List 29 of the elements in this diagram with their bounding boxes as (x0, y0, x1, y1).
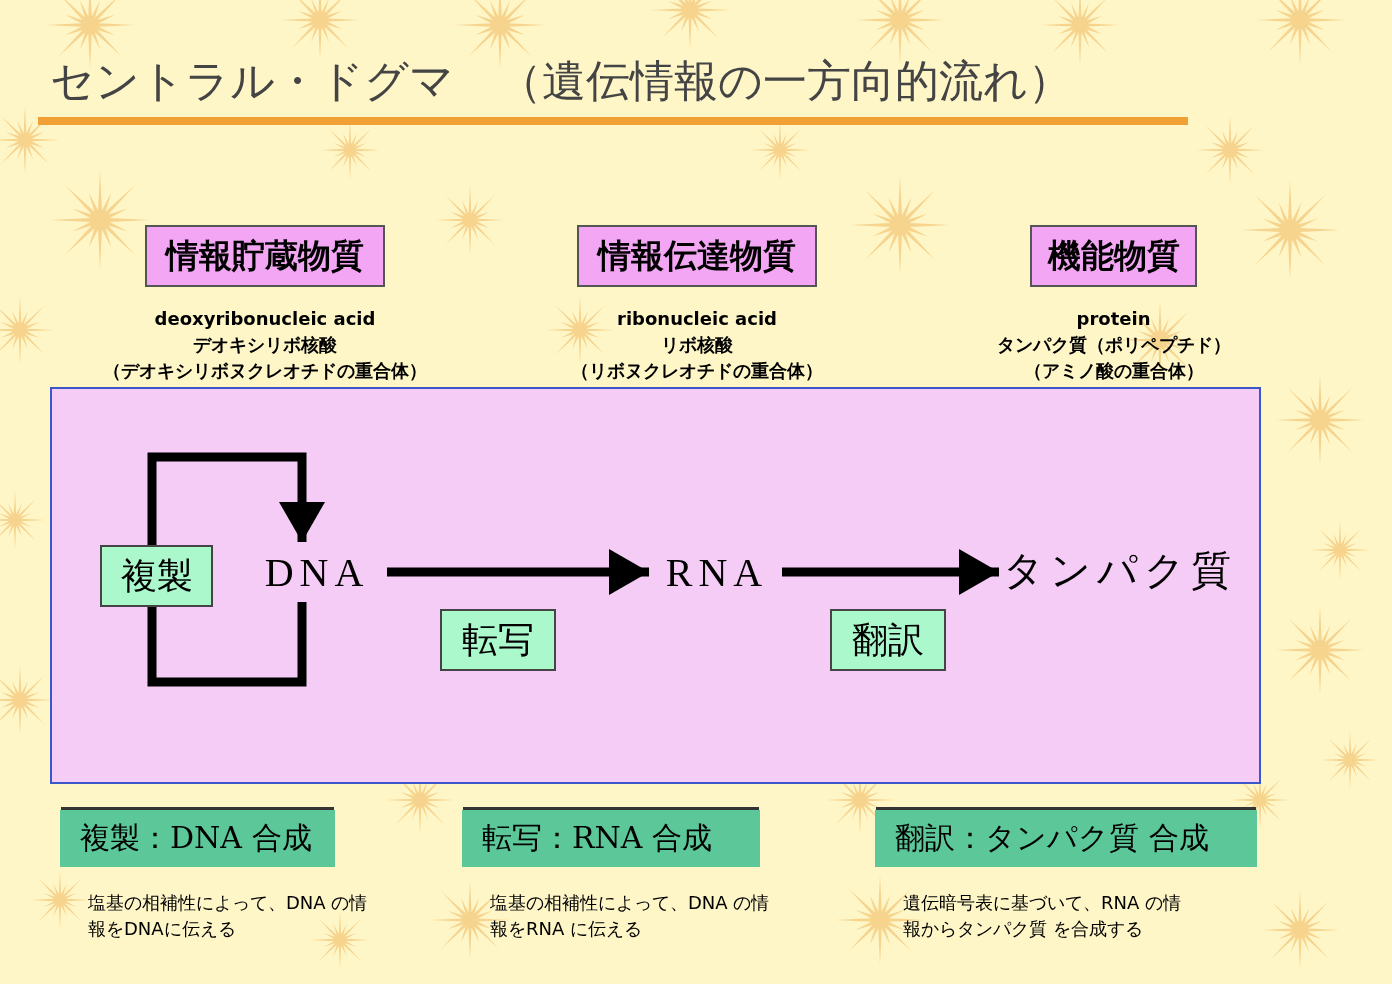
category-box: 機能物質 (1030, 225, 1197, 287)
category-box: 情報伝達物質 (577, 225, 817, 287)
caption-text: （リボヌクレオチドの重合体） (570, 359, 824, 383)
molecule-text: DNA (252, 542, 382, 602)
arrow (782, 549, 999, 595)
description-text: 遺伝暗号表に基づいて、RNA の情報からタンパク質 を合成する (903, 891, 1182, 941)
process-label-box: 転写 (440, 609, 556, 671)
process-title-box: 転写：RNA 合成 (462, 810, 760, 867)
description-text: 塩基の相補性によって、DNA の情報をDNAに伝える (88, 891, 369, 941)
process-label-box: 翻訳 (830, 609, 946, 671)
caption-text: （デオキシリボヌクレオチドの重合体） (102, 359, 428, 383)
arrow (147, 452, 325, 545)
caption-text: ribonucleic acid (616, 307, 778, 331)
caption-text: deoxyribonucleic acid (153, 307, 377, 331)
caption-text: protein (1075, 307, 1152, 331)
process-title-box: 複製：DNA 合成 (60, 810, 335, 867)
description-text: 塩基の相補性によって、DNA の情報をRNA に伝える (490, 891, 771, 941)
caption-text: リボ核酸 (660, 333, 734, 357)
caption-text: デオキシリボ核酸 (192, 333, 338, 357)
category-box: 情報貯蔵物質 (145, 225, 385, 287)
process-label-box: 複製 (100, 545, 213, 607)
caption-text: タンパク質（ポリペプチド） (995, 333, 1232, 357)
arrow (387, 549, 649, 595)
caption-text: （アミノ酸の重合体） (1022, 359, 1205, 383)
title: セントラル・ドグマ （遺伝情報の一方向的流れ） (50, 54, 1072, 108)
process-title-box: 翻訳：タンパク質 合成 (875, 810, 1257, 867)
molecule-text: RNA (657, 542, 777, 602)
cell-panel (50, 387, 1261, 784)
molecule-text: タンパク質 (1007, 540, 1232, 600)
